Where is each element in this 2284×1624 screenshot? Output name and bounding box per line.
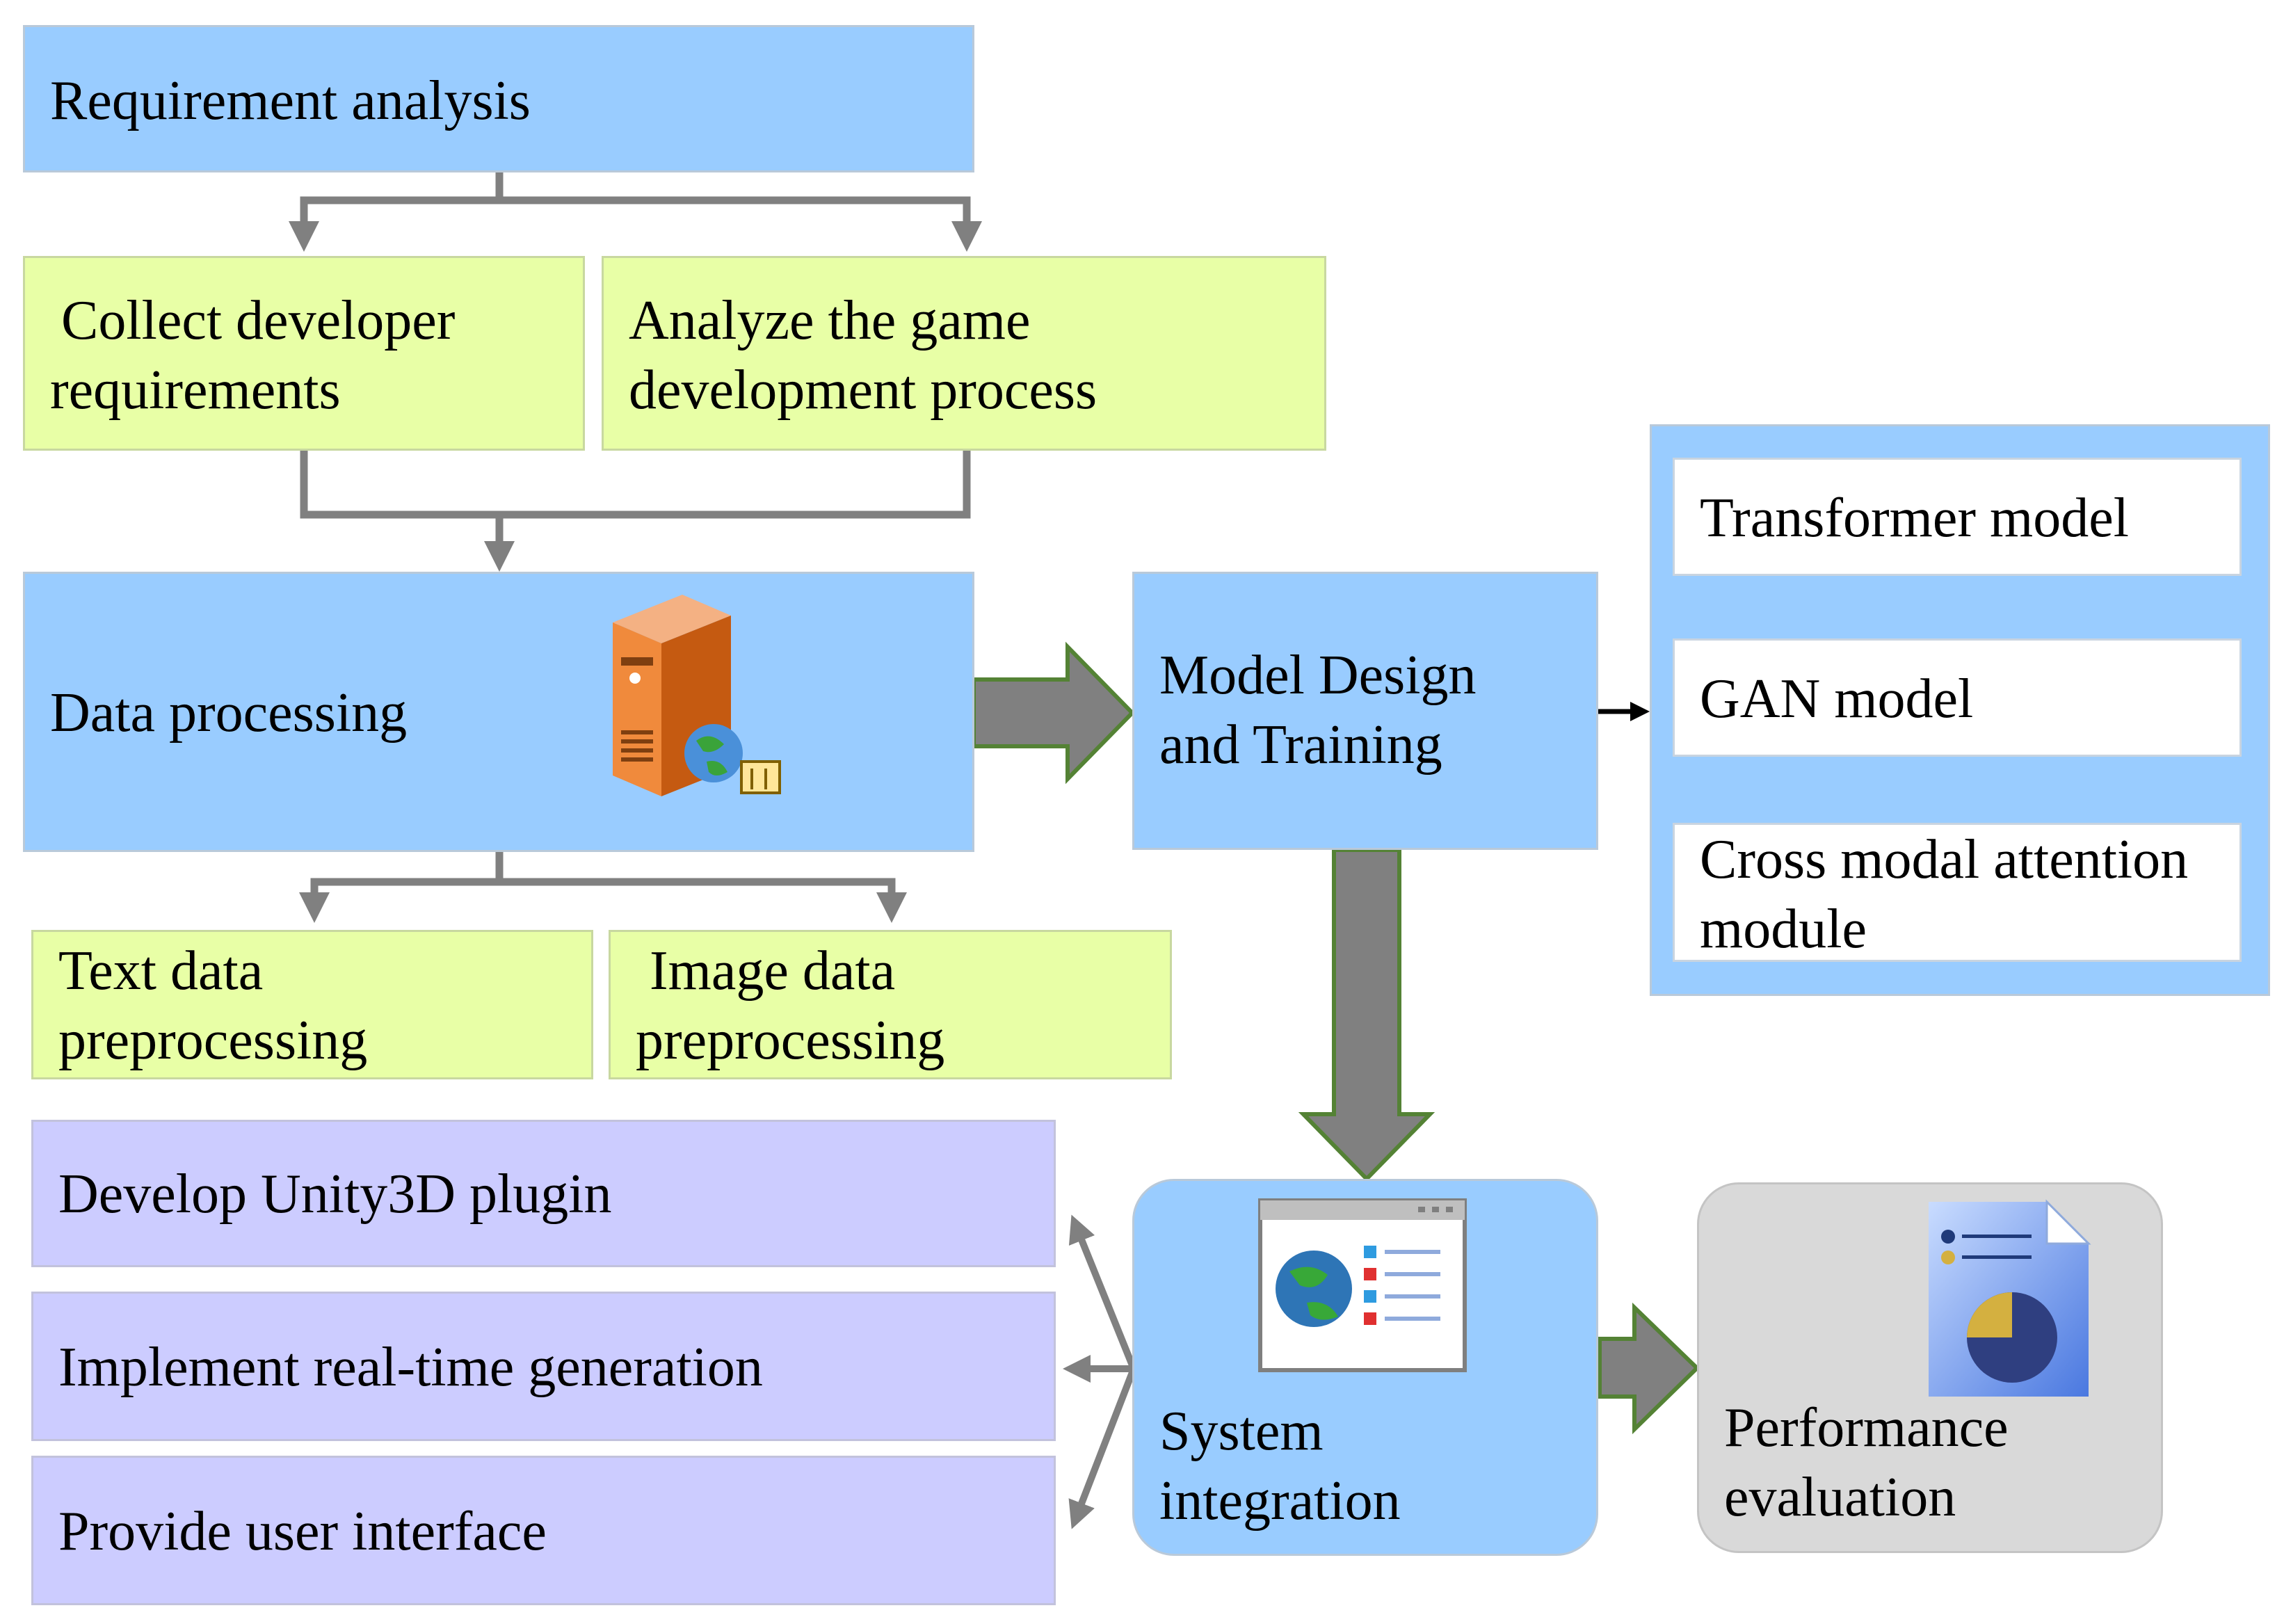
system-integration-label-line1: System [1159,1401,1324,1462]
text-preprocessing-box: Text data preprocessing [31,930,593,1079]
system-integration-box: System integration [1132,1179,1598,1556]
model-design-label-line2: and Training [1159,714,1442,775]
user-interface-label: Provide user interface [58,1501,547,1562]
image-preprocessing-label-line1: Image data [650,940,896,1002]
performance-evaluation-box: Performance evaluation [1697,1182,2163,1553]
model-stack-container: Transformer model GAN model Cross modal … [1650,424,2270,996]
model-design-label-line1: Model Design [1159,645,1477,706]
requirement-analysis-box: Requirement analysis [23,25,974,172]
image-preprocessing-box: Image data preprocessing [609,930,1172,1079]
collect-requirements-label-line1: Collect developer [61,290,456,351]
cross-modal-attention-label-line1: Cross modal attention [1700,829,2189,890]
connector-requirement-split [300,172,967,236]
cross-modal-attention-box: Cross modal attention module [1673,823,2242,962]
connector-system-to-unity [1068,1214,1137,1370]
realtime-generation-label: Implement real-time generation [58,1337,763,1398]
collect-requirements-label-line2: requirements [50,360,341,421]
data-processing-label: Data processing [50,682,408,743]
big-arrow-model-to-system [1298,848,1435,1182]
unity-plugin-box: Develop Unity3D plugin [31,1120,1056,1267]
cross-modal-attention-label-line2: module [1700,899,1867,960]
text-preprocessing-label-line1: Text data [58,940,264,1002]
realtime-generation-box: Implement real-time generation [31,1292,1056,1441]
analyze-process-box: Analyze the game development process [602,256,1326,451]
analyze-process-label-line2: development process [629,360,1097,421]
unity-plugin-label: Develop Unity3D plugin [58,1164,612,1225]
collect-requirements-box: Collect developer requirements [23,256,585,451]
connector-data-split [310,852,892,908]
gan-model-box: GAN model [1673,638,2242,757]
big-arrow-data-to-model [972,641,1136,785]
performance-evaluation-label-line1: Performance [1724,1397,2009,1458]
performance-evaluation-label-line2: evaluation [1724,1467,1956,1528]
system-integration-label-line2: integration [1159,1470,1401,1531]
gan-model-label: GAN model [1700,668,1974,730]
connector-system-to-ui [1068,1367,1137,1529]
connector-merge-to-data [300,451,971,556]
browser-window-globe-icon [1258,1198,1467,1372]
data-processing-box: Data processing [23,572,974,852]
big-arrow-system-to-performance [1598,1302,1700,1435]
transformer-model-box: Transformer model [1673,458,2242,576]
analyze-process-label-line1: Analyze the game [629,290,1031,351]
image-preprocessing-label-line2: preprocessing [636,1010,945,1071]
text-preprocessing-label-line2: preprocessing [58,1010,368,1071]
user-interface-box: Provide user interface [31,1456,1056,1605]
report-pie-chart-icon [1929,1199,2091,1397]
transformer-model-label: Transformer model [1700,488,2129,549]
server-globe-icon [613,595,781,796]
requirement-analysis-label: Requirement analysis [50,70,531,131]
model-design-box: Model Design and Training [1132,572,1598,850]
